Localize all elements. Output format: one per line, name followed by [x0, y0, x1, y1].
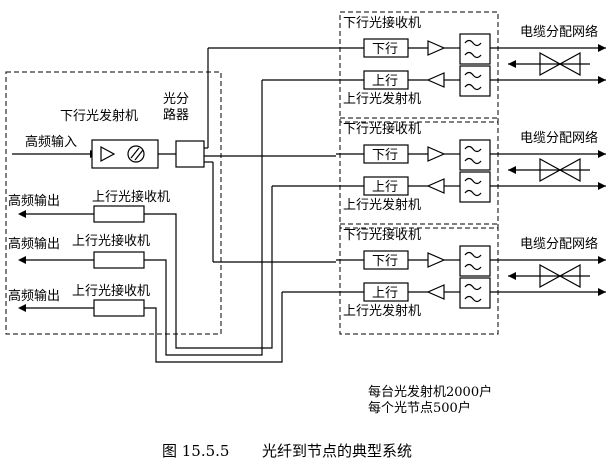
- rf-input-label: 高频输入: [25, 134, 77, 150]
- cable-out-arrow-1: [598, 150, 606, 158]
- diplex-filter-upper: [459, 245, 491, 277]
- figure-number: 图 15.5.5: [162, 442, 229, 460]
- filter-wave-icon: [464, 251, 482, 259]
- node-rx-title: 下行光接收机: [343, 227, 421, 243]
- cable-network-label: 电缆分配网络: [520, 24, 598, 40]
- cable-out-arrow-1: [598, 256, 606, 264]
- downstream-rx-label: 下行: [372, 148, 398, 163]
- upstream-amp-icon: [426, 72, 445, 88]
- amplifier-icon: [100, 145, 116, 163]
- splitter-label-line2: 路器: [163, 107, 189, 123]
- laser-icon-stroke-1: [130, 147, 140, 159]
- laser-icon: [127, 145, 145, 163]
- splitter-label-line1: 光分: [163, 92, 189, 107]
- upstream-tx-label: 上行: [372, 286, 398, 301]
- cable-out-arrow-2: [598, 76, 606, 84]
- filter-wave-icon: [464, 157, 482, 165]
- rf-output-arrow-2: [18, 256, 26, 264]
- filter-wave-icon: [464, 51, 482, 59]
- downstream-transmitter: [91, 139, 159, 169]
- note-line-1: 每台光发射机2000户: [368, 384, 492, 400]
- filter-wave-icon: [464, 263, 482, 271]
- upstream-receiver-row-1: 高频输出 上行光接收机: [8, 186, 273, 349]
- laser-icon-stroke-2: [134, 149, 144, 161]
- filter-wave-icon: [464, 39, 482, 47]
- diplex-filter-upper: [459, 139, 491, 171]
- node-tx-title: 上行光发射机: [343, 197, 421, 213]
- upstream-receiver-1: [93, 205, 145, 223]
- upstream-amp-icon: [426, 284, 445, 300]
- upstream-tx-label: 上行: [372, 180, 398, 195]
- return-fiber-3: [144, 292, 283, 363]
- rf-output-arrow-1: [18, 210, 26, 218]
- upstream-rx-label-1: 上行光接收机: [92, 189, 170, 205]
- upstream-receiver-row-2: 高频输出 上行光接收机: [8, 80, 263, 356]
- upstream-receiver-2: [93, 251, 145, 269]
- rf-output-label-3: 高频输出: [8, 288, 60, 304]
- cable-network-label: 电缆分配网络: [520, 130, 598, 146]
- filter-wave-icon: [464, 283, 482, 291]
- rf-output-label-1: 高频输出: [8, 193, 60, 209]
- filter-wave-icon: [464, 145, 482, 153]
- downstream-amp-icon: [427, 252, 446, 268]
- node-enclosure-3: [339, 223, 499, 335]
- downstream-rx-label: 下行: [372, 254, 398, 269]
- diplex-filter-lower: [459, 277, 491, 309]
- node-enclosure-2: [339, 117, 499, 229]
- filter-wave-icon: [464, 83, 482, 91]
- diplex-filter-upper: [459, 33, 491, 65]
- filter-wave-icon: [464, 177, 482, 185]
- filter-wave-icon: [464, 295, 482, 303]
- return-fiber-2: [144, 80, 263, 356]
- node-tx-title: 上行光发射机: [343, 303, 421, 319]
- upstream-rx-label-2: 上行光接收机: [72, 233, 150, 249]
- cable-out-arrow-2: [598, 182, 606, 190]
- upstream-receiver-3: [93, 299, 145, 317]
- node-enclosure-1: [339, 11, 499, 123]
- downstream-amp-icon: [427, 40, 446, 56]
- node-tx-title: 上行光发射机: [343, 91, 421, 107]
- downstream-amp-icon: [427, 146, 446, 162]
- cable-out-arrow-1: [598, 44, 606, 52]
- rf-output-label-2: 高频输出: [8, 236, 60, 252]
- downstream-rx-label: 下行: [372, 42, 398, 57]
- cable-out-arrow-2: [598, 288, 606, 296]
- rf-output-arrow-3: [18, 304, 26, 312]
- downstream-tx-label: 下行光发射机: [60, 108, 138, 124]
- upstream-receiver-row-3: 高频输出 上行光接收机: [8, 283, 283, 363]
- note-line-2: 每个光节点500户: [368, 400, 471, 416]
- filter-wave-icon: [464, 71, 482, 79]
- figure-title: 光纤到节点的典型系统: [262, 442, 412, 460]
- cable-network-label: 电缆分配网络: [520, 236, 598, 252]
- upstream-amp-icon: [426, 178, 445, 194]
- diplex-filter-lower: [459, 65, 491, 97]
- node-rx-title: 下行光接收机: [343, 121, 421, 137]
- upstream-rx-label-3: 上行光接收机: [72, 283, 150, 299]
- node-rx-title: 下行光接收机: [343, 15, 421, 31]
- filter-wave-icon: [464, 189, 482, 197]
- diplex-filter-lower: [459, 171, 491, 203]
- headend-enclosure: [5, 71, 222, 335]
- upstream-tx-label: 上行: [372, 74, 398, 89]
- return-fiber-1: [144, 186, 273, 349]
- optical-splitter: [175, 140, 205, 168]
